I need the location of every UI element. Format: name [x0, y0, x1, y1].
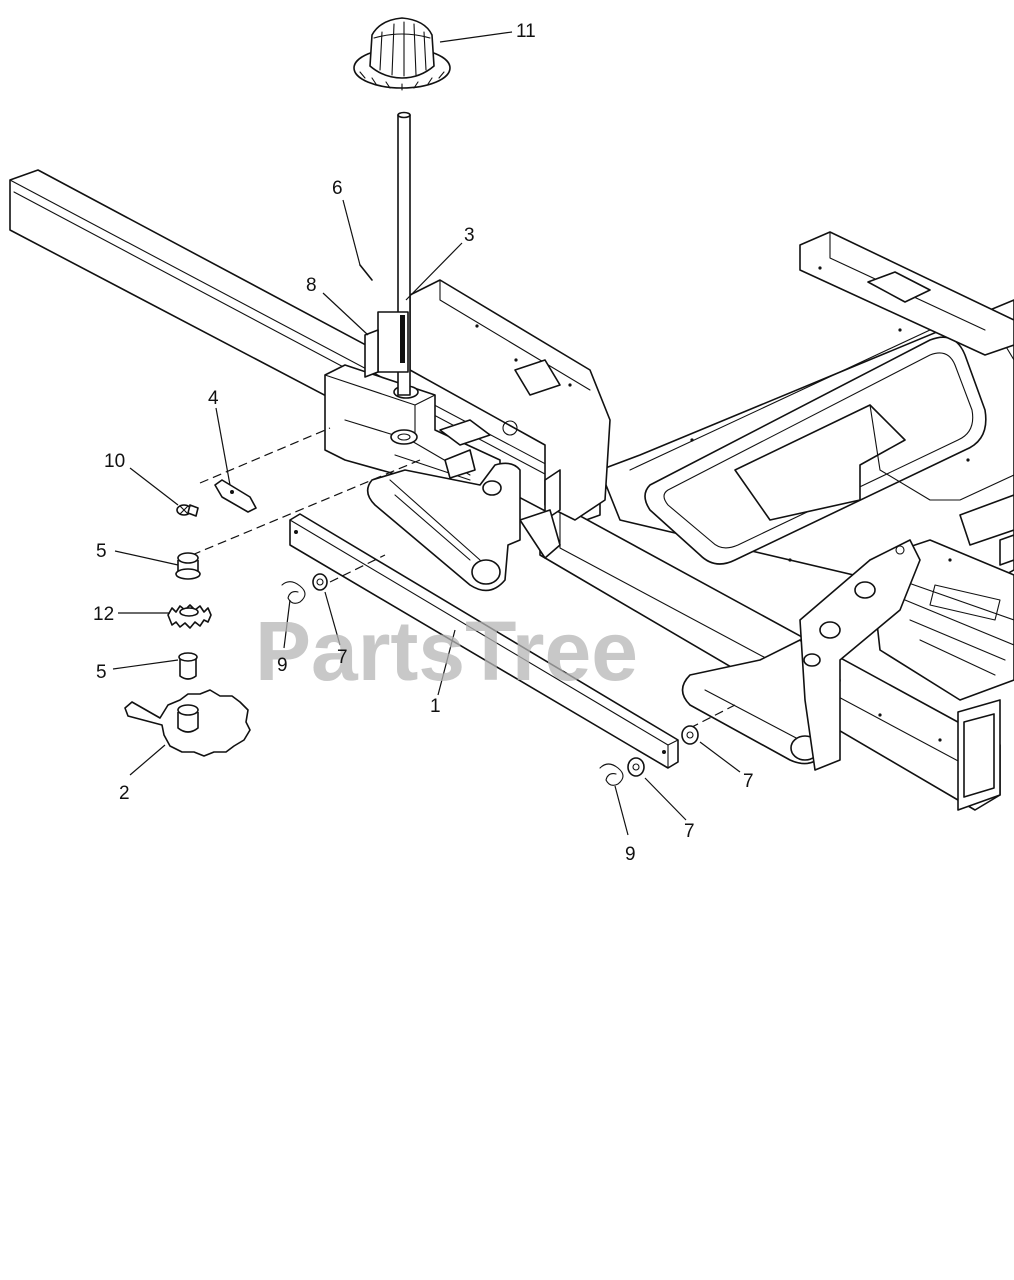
- assembly-lines: [191, 427, 736, 729]
- callout-7-right: 7: [743, 771, 754, 792]
- washer-7-right: [681, 725, 699, 745]
- cross-bar: [289, 513, 679, 769]
- washer-7-left: [312, 573, 328, 591]
- clip-9-left: [281, 581, 306, 604]
- part-8: [364, 329, 379, 378]
- right-link-arm: [681, 539, 921, 771]
- callout-4: 4: [208, 388, 219, 409]
- adjustment-knob: [353, 17, 451, 91]
- pin-6: [359, 264, 373, 281]
- watermark: PartsTree: [255, 604, 638, 698]
- bushing-5-lower: [178, 652, 198, 680]
- leader-lines: [112, 31, 741, 836]
- clip-9-right: [599, 763, 624, 786]
- sprocket-2: [124, 689, 251, 757]
- callout-7-lower: 7: [684, 821, 695, 842]
- callout-9-left: 9: [277, 655, 288, 676]
- callout-3: 3: [464, 225, 475, 246]
- bushing-5-upper: [175, 552, 201, 580]
- callout-1: 1: [430, 696, 441, 717]
- callout-12: 12: [93, 604, 114, 625]
- height-adjust-block: [324, 364, 501, 496]
- callout-9-right: 9: [625, 844, 636, 865]
- adjust-shaft: [377, 111, 411, 396]
- screw-10: [176, 504, 199, 517]
- callout-8: 8: [306, 275, 317, 296]
- callout-6: 6: [332, 178, 343, 199]
- clip-4: [214, 479, 257, 513]
- left-link-arm: [366, 462, 521, 592]
- frame-holes: [475, 266, 970, 742]
- washer-7-lower: [627, 757, 645, 777]
- callout-labels: 11 6 3 8 4 10 5 12 5 2 9 7 1 7 7 9: [93, 21, 754, 865]
- callout-11: 11: [516, 21, 536, 42]
- mount-bracket: [409, 279, 611, 559]
- callout-5-lower: 5: [96, 662, 107, 683]
- callout-7-left: 7: [337, 647, 348, 668]
- gear-12: [167, 604, 212, 629]
- callout-2: 2: [119, 783, 130, 804]
- callout-10: 10: [104, 451, 125, 472]
- callout-5-upper: 5: [96, 541, 107, 562]
